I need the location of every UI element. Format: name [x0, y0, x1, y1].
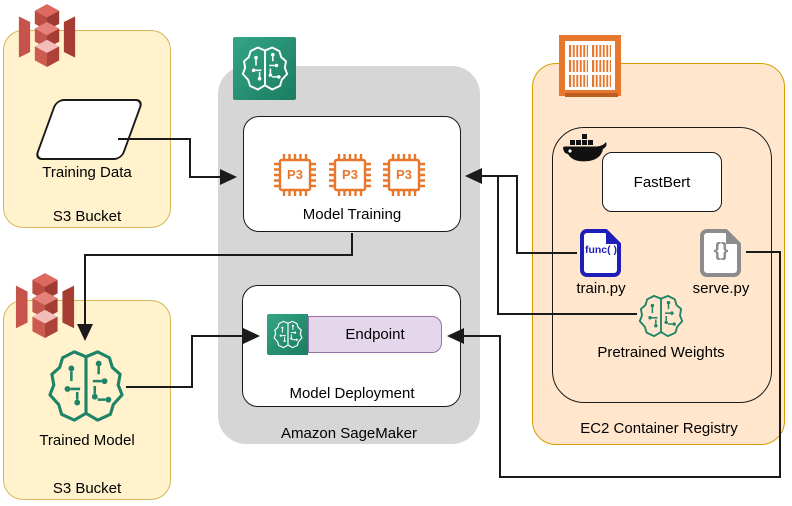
p3-chip-icon: P3	[328, 151, 372, 199]
func-icon-text: func( )	[584, 244, 618, 256]
s3-bucket-icon	[17, 2, 77, 70]
p3-chip-icon: P3	[382, 151, 426, 199]
serve-py-file-icon: {}	[698, 228, 744, 278]
p3-chip-label: P3	[287, 167, 303, 182]
endpoint-sagemaker-icon	[267, 314, 308, 355]
model-training-label: Model Training	[302, 206, 402, 223]
ecr-label: EC2 Container Registry	[580, 420, 738, 437]
serve-py-label: serve.py	[692, 280, 750, 297]
sagemaker-icon	[233, 37, 296, 100]
p3-chip-label: P3	[396, 167, 412, 182]
model-deployment-label: Model Deployment	[289, 385, 415, 402]
trained-model-brain-icon	[47, 348, 125, 424]
training-data-label: Training Data	[42, 164, 132, 181]
fastbert-box: FastBert	[602, 152, 722, 212]
endpoint-pill: Endpoint	[308, 316, 442, 353]
ecr-icon	[559, 35, 621, 99]
s3-bucket-top-label: S3 Bucket	[52, 208, 122, 225]
pretrained-weights-brain-icon	[638, 293, 684, 339]
s3-bucket-bottom-label: S3 Bucket	[52, 480, 122, 497]
braces-icon-text: {}	[713, 240, 729, 261]
train-py-label: train.py	[576, 280, 626, 297]
pretrained-weights-label: Pretrained Weights	[597, 344, 725, 361]
sagemaker-label: Amazon SageMaker	[281, 425, 417, 442]
docker-whale-icon	[561, 131, 611, 167]
p3-chip-label: P3	[342, 167, 358, 182]
p3-chip-icon: P3	[273, 151, 317, 199]
train-py-file-icon: func( )	[578, 228, 624, 278]
s3-bucket-icon	[14, 271, 76, 341]
trained-model-label: Trained Model	[39, 432, 135, 449]
